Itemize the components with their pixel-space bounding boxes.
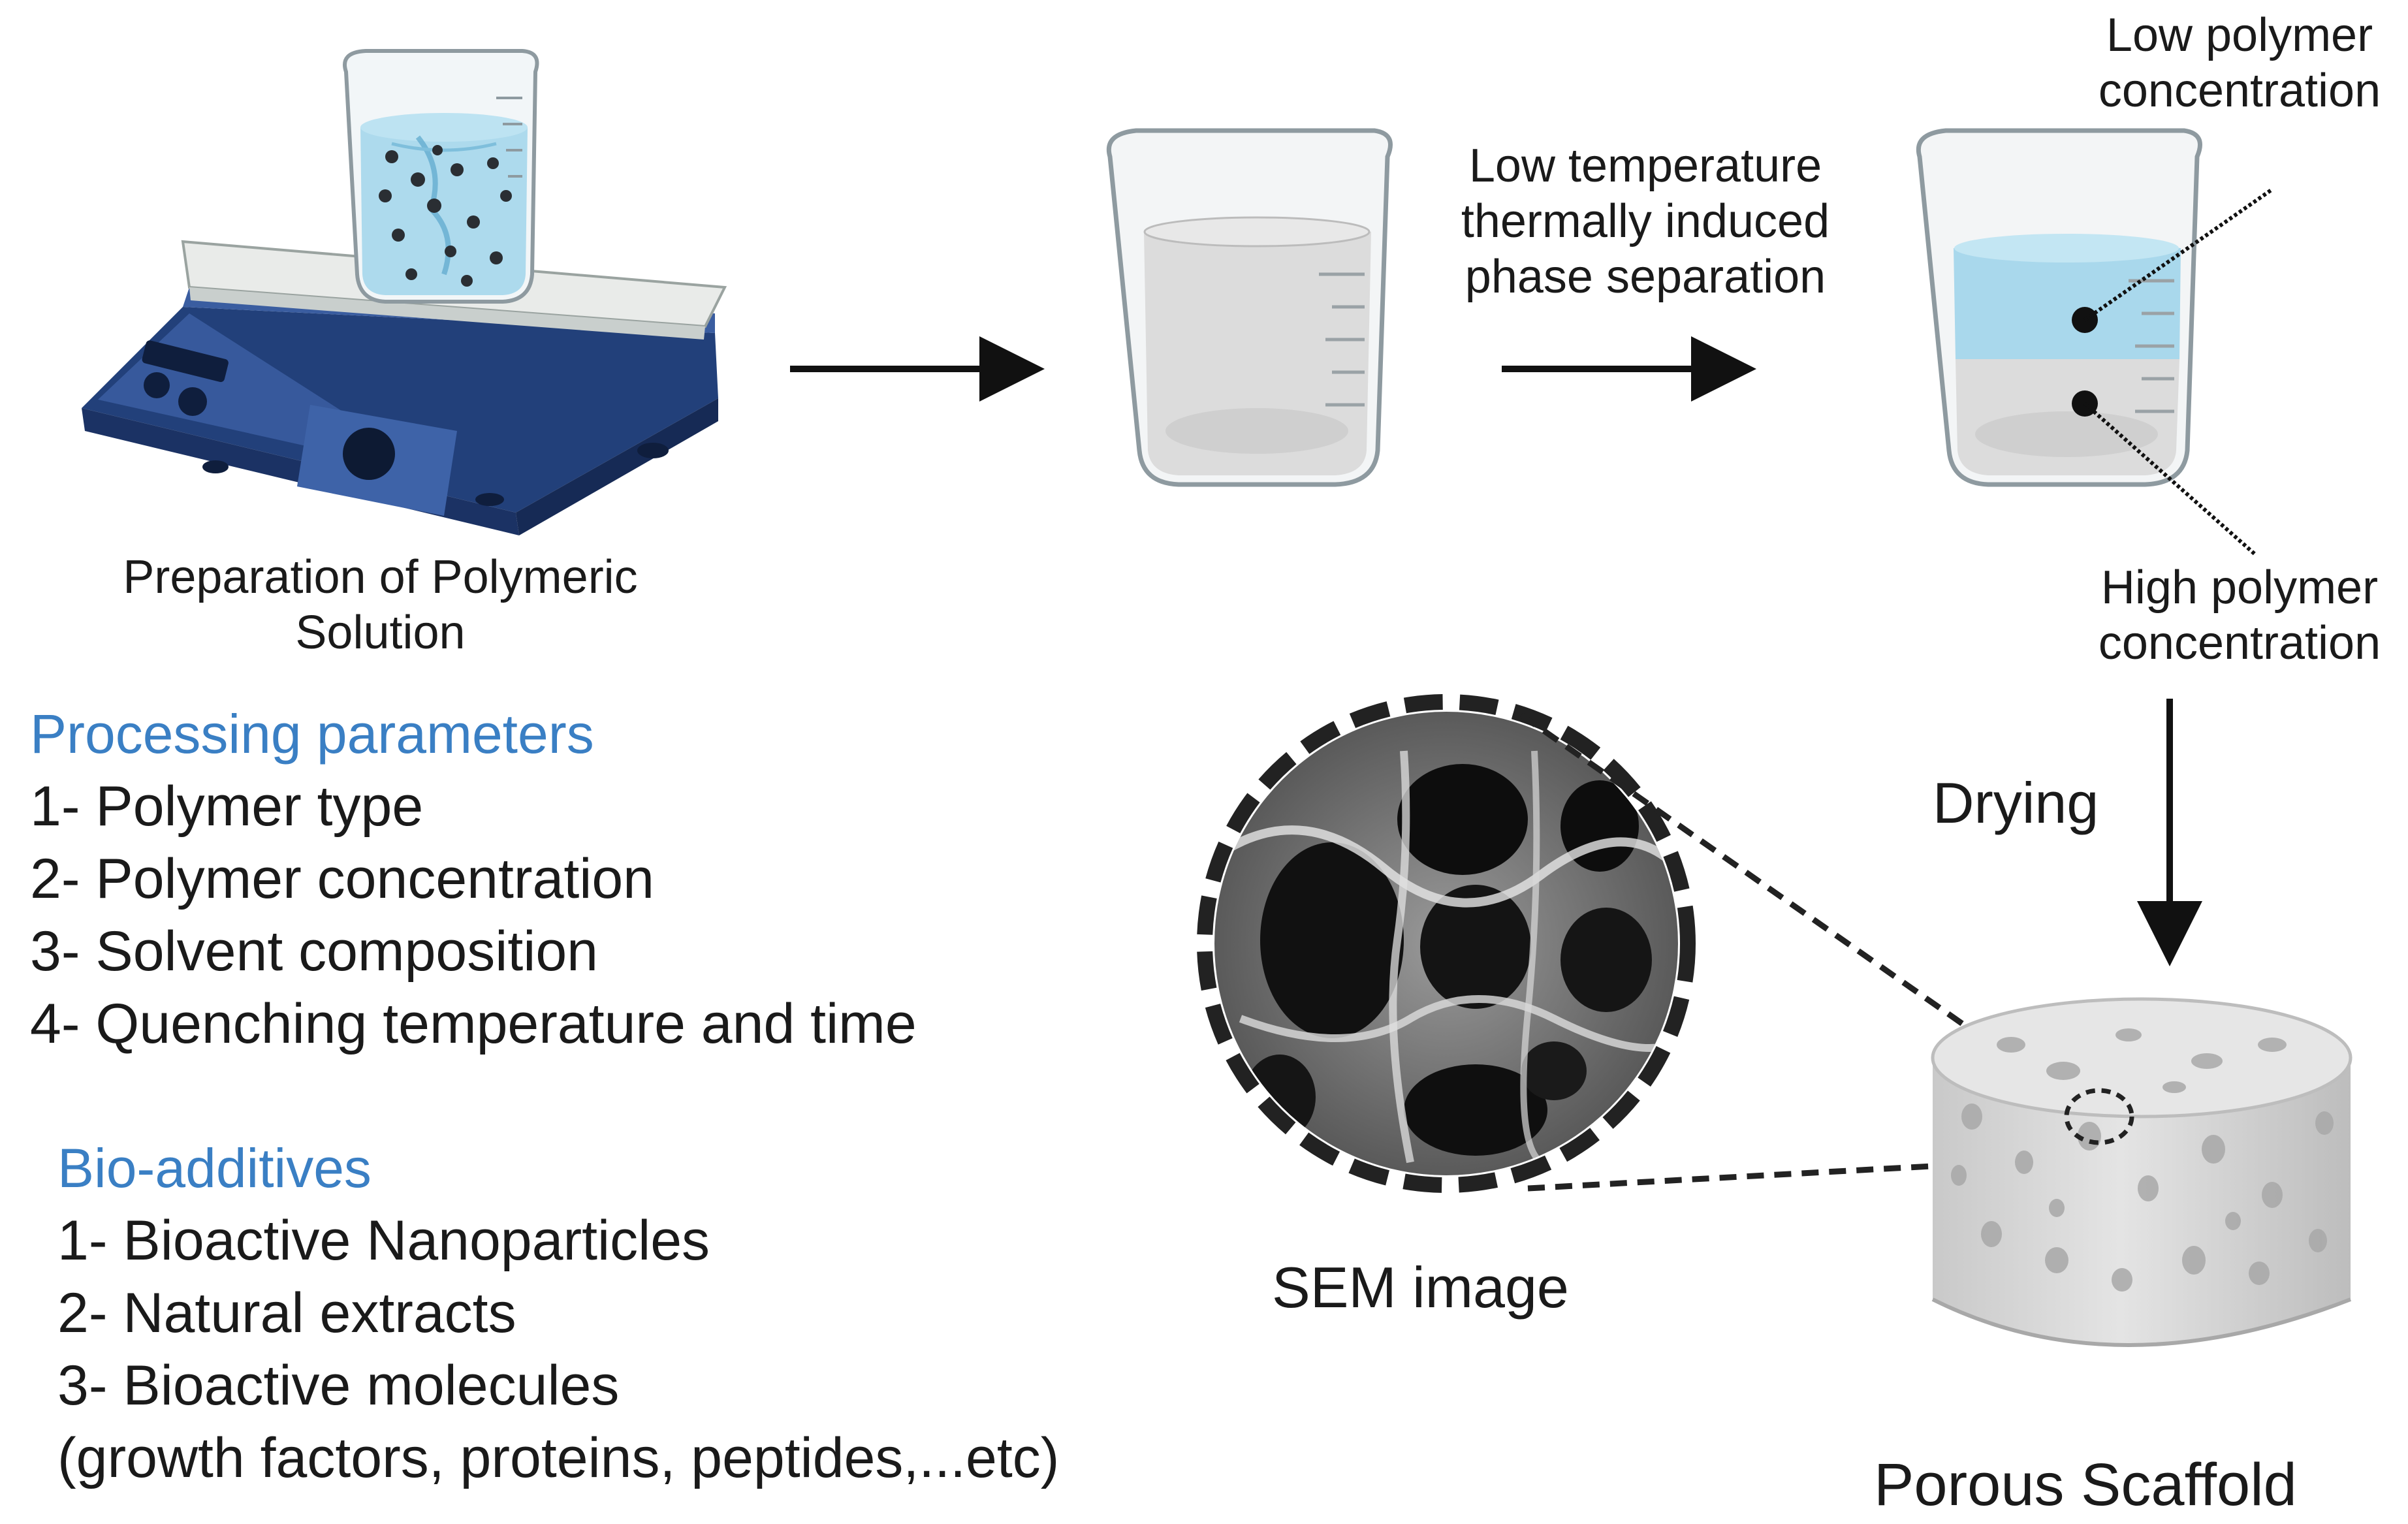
drying-label: Drying	[1933, 770, 2099, 835]
porous-scaffold-label: Porous Scaffold	[1874, 1452, 2297, 1518]
porous-scaffold-icon	[1931, 997, 2353, 1347]
bio-additives-item: 2- Natural extracts	[57, 1282, 516, 1344]
low-concentration-label: Low polymer concentration	[2098, 9, 2381, 117]
bio-additives-item: (growth factors, proteins, peptides,...e…	[57, 1427, 1060, 1489]
processing-item: 4- Quenching temperature and time	[30, 992, 917, 1055]
stirring-beaker-icon	[343, 49, 539, 304]
preparation-label: Preparation of Polymeric Solution	[123, 551, 638, 659]
processing-item: 3- Solvent composition	[30, 920, 598, 983]
bio-additives-item: 1- Bioactive Nanoparticles	[57, 1209, 710, 1272]
processing-item: 1- Polymer type	[30, 775, 424, 838]
bio-additives-item: 3- Bioactive molecules	[57, 1354, 620, 1417]
processing-item: 2- Polymer concentration	[30, 848, 654, 910]
sem-image	[1197, 694, 1696, 1193]
phase-separated-beaker-icon	[1916, 128, 2273, 557]
sem-image-label: SEM image	[1272, 1255, 1569, 1320]
high-concentration-label: High polymer concentration	[2098, 562, 2381, 669]
beaker-solution-icon	[1107, 128, 1393, 487]
bio-additives-title: Bio-additives	[57, 1137, 372, 1199]
tips-label: Low temperature thermally induced phase …	[1461, 140, 1830, 303]
processing-parameters-title: Processing parameters	[30, 703, 594, 765]
